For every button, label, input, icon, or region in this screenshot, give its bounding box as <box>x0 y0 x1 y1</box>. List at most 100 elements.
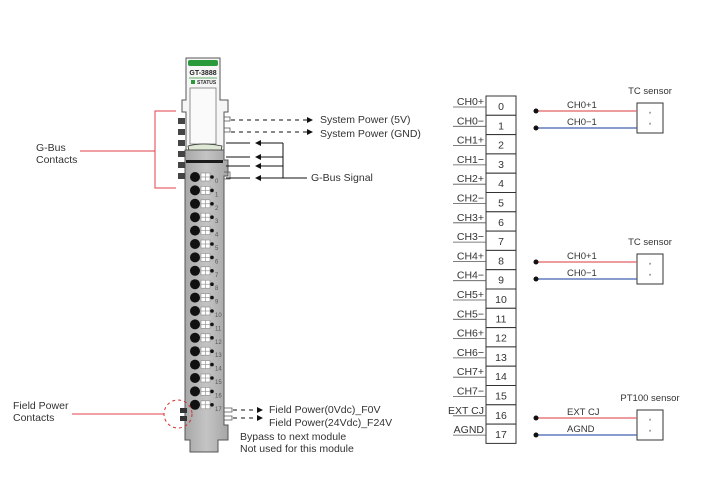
wire-negative-label: CH0−1 <box>567 117 597 128</box>
sensor-pin: * <box>649 263 652 269</box>
sensor-pin: * <box>649 112 652 118</box>
module-terminal[interactable]: 0 <box>190 172 219 185</box>
module-terminal[interactable]: 2 <box>190 198 219 212</box>
module-terminal[interactable]: 6 <box>190 252 219 265</box>
signal-label: AGND <box>454 424 485 436</box>
io-module: GT-3888 STATUS 0123456789101112131415161… <box>163 57 233 453</box>
sensor-title: PT100 sensor <box>620 393 679 404</box>
sensor-box <box>636 409 664 441</box>
sensor-title: TC sensor <box>628 86 672 97</box>
pin-number: 11 <box>496 313 507 325</box>
pin-number: 15 <box>495 391 507 403</box>
terminal-row: 5 CH2− <box>453 192 517 213</box>
pin-number: 1 <box>498 120 504 132</box>
gbus-contacts-label-2: Contacts <box>36 154 77 166</box>
module-terminal[interactable]: 9 <box>190 292 219 306</box>
wire-positive-label: CH0+1 <box>567 251 597 262</box>
pin-number: 17 <box>495 429 507 441</box>
sensor-pin: * <box>649 419 652 425</box>
module-terminal[interactable]: 1 <box>190 185 219 198</box>
module-green-cap <box>188 60 218 66</box>
pin-number: 8 <box>498 255 504 267</box>
terminal-number: 5 <box>215 246 219 252</box>
terminal-row: 10 CH5+ <box>453 288 517 309</box>
pin-number: 12 <box>495 333 507 345</box>
signal-label: CH5+ <box>457 289 484 301</box>
module-terminal[interactable]: 3 <box>190 212 219 225</box>
module-terminal[interactable]: 5 <box>190 239 219 252</box>
module-terminal[interactable]: 13 <box>190 346 222 359</box>
terminal-number: 17 <box>215 407 222 413</box>
module-terminal[interactable]: 4 <box>190 225 219 239</box>
sensor-pin: * <box>649 274 652 280</box>
signal-label: CH3+ <box>457 212 484 224</box>
pin-number: 16 <box>495 410 507 422</box>
pin-number: 2 <box>498 140 504 152</box>
terminal-row: 17 AGND <box>453 423 517 444</box>
module-terminal[interactable]: 17 <box>190 399 222 413</box>
terminal-number: 15 <box>215 380 222 386</box>
signal-label: CH4+ <box>457 250 484 262</box>
module-terminal[interactable]: 16 <box>190 386 222 399</box>
module-terminal[interactable]: 15 <box>190 373 222 386</box>
signal-label: CH0− <box>457 115 484 127</box>
pin-number: 7 <box>498 236 504 248</box>
field-power-contacts-label-2: Contacts <box>13 412 54 424</box>
field-power-24v-label: Field Power(24Vdc)_F24V <box>269 417 392 429</box>
module-terminal[interactable]: 7 <box>190 265 219 279</box>
terminal-number: 16 <box>215 393 222 399</box>
module-terminal[interactable]: 12 <box>190 332 222 346</box>
module-terminal[interactable]: 14 <box>190 359 222 373</box>
module-terminal[interactable]: 11 <box>190 319 222 332</box>
terminal-number: 6 <box>215 259 219 265</box>
gbus-signal-label: G-Bus Signal <box>311 172 373 184</box>
terminal-row: 1 CH0− <box>453 114 517 136</box>
terminal-row: 9 CH4− <box>453 269 517 290</box>
module-terminal[interactable]: 8 <box>190 279 219 292</box>
pin-number: 9 <box>498 275 504 287</box>
terminal-block-table: 0CH0+1CH0−2CH1+3CH1−4CH2+5CH2−6CH3+7CH3−… <box>448 95 517 444</box>
system-power-5v-label: System Power (5V) <box>320 114 410 126</box>
sensor-title: TC sensor <box>628 237 672 248</box>
field-power-pin-0v <box>180 408 187 413</box>
signal-label: CH5− <box>457 308 484 320</box>
signal-label: CH4− <box>457 270 484 282</box>
terminal-number: 2 <box>215 206 219 212</box>
terminal-number: 3 <box>215 219 219 225</box>
pin-number: 0 <box>498 101 504 113</box>
terminal-number: 11 <box>215 326 222 332</box>
wire-negative-label: CH0−1 <box>567 268 597 279</box>
sensor-pin: * <box>649 430 652 436</box>
system-power-gnd-label: System Power (GND) <box>320 128 421 140</box>
pin-number: 13 <box>495 352 507 364</box>
module-terminal[interactable]: 10 <box>190 306 222 319</box>
terminal-number: 12 <box>215 340 222 346</box>
gbus-contact-pins <box>178 118 185 179</box>
field-power-0v-label: Field Power(0Vdc)_F0V <box>269 404 380 416</box>
pin-number: 5 <box>498 198 504 210</box>
bypass-note-line-1: Bypass to next module <box>240 431 346 443</box>
signal-label: CH0+ <box>457 96 484 108</box>
status-label: STATUS <box>197 80 217 86</box>
field-power-pin-24v <box>180 416 187 421</box>
pin-number: 10 <box>495 294 507 306</box>
terminal-row: 13 CH6− <box>453 346 517 367</box>
signal-label: CH2− <box>457 193 484 205</box>
pin-cell <box>485 423 517 444</box>
signal-label: CH6− <box>457 347 484 359</box>
sensor-box <box>636 253 664 285</box>
wire-positive-label: CH0+1 <box>567 100 597 111</box>
